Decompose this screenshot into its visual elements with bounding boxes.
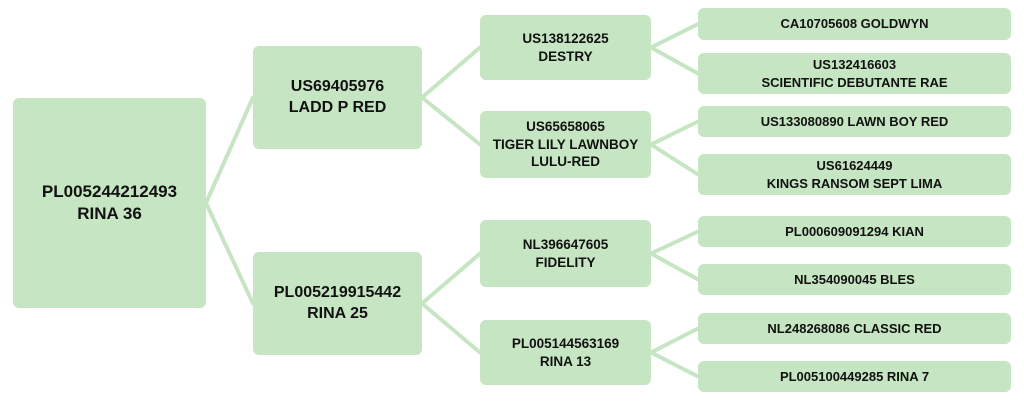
connector-sire-to-sire-dam (420, 95, 482, 147)
node-label-line: RINA 36 (77, 204, 142, 223)
node-label-line: PL000609091294 KIAN (785, 223, 924, 239)
node-label-line: US138122625 (522, 30, 609, 46)
node-label-line: DESTRY (538, 48, 593, 64)
node-label-line: RINA 25 (307, 304, 368, 322)
node-label-line: US132416603 (812, 56, 897, 72)
node-label-line: US69405976 (290, 77, 385, 95)
connector-root-to-sire (204, 95, 255, 205)
node-label-line: US133080890 LAWN BOY RED (760, 113, 949, 129)
node-label-line: PL005144563169 (511, 335, 620, 351)
node-label-line: US61624449 (816, 157, 893, 173)
connector-sire-dam-to-sds (649, 119, 700, 147)
node-label-line: NL354090045 BLES (794, 271, 915, 287)
node-sire-sire-sire: CA10705608 GOLDWYN (698, 8, 1011, 40)
node-label-line: PL005244212493 (41, 181, 178, 201)
node-label-line: KINGS RANSOM SEPT LIMA (766, 175, 943, 191)
connector-dam-sire-to-dss (649, 229, 700, 256)
node-sire-dam-sire: US133080890 LAWN BOY RED (698, 106, 1011, 137)
node-label-line: FIDELITY (535, 254, 596, 270)
node-label-line: US65658065 (526, 119, 605, 135)
node-label-line: PL005219915442 (273, 283, 402, 301)
connector-dam-to-dam-sire (420, 251, 482, 306)
node-dam-sire-dam: NL354090045 BLES (698, 264, 1011, 295)
connector-sire-to-sire-sire (420, 45, 482, 100)
node-dam-dam-sire: NL248268086 CLASSIC RED (698, 313, 1011, 344)
connector-sire-sire-to-sss (649, 22, 700, 50)
node-label-line: LULU-RED (531, 154, 600, 170)
connector-dam-to-dam-dam (420, 301, 482, 355)
node-label-line: NL248268086 CLASSIC RED (767, 320, 942, 336)
node-label-line: CA10705608 GOLDWYN (780, 16, 929, 32)
node-label-line: SCIENTIFIC DEBUTANTE RAE (761, 74, 948, 90)
connector-sire-sire-to-ssd (649, 45, 700, 76)
node-label-line: TIGER LILY LAWNBOY (492, 136, 639, 152)
node-dam-dam-dam: PL005100449285 RINA 7 (698, 361, 1011, 392)
node-dam-sire-sire: PL000609091294 KIAN (698, 216, 1011, 247)
connector-dam-dam-to-dds (649, 326, 700, 355)
node-label-line: RINA 13 (539, 353, 592, 369)
connector-root-to-dam (204, 201, 255, 306)
node-label-line: NL396647605 (522, 236, 609, 252)
node-label-line: LADD P RED (288, 98, 387, 116)
connector-dam-dam-to-ddd (649, 350, 700, 379)
node-label-line: PL005100449285 RINA 7 (779, 368, 930, 384)
connector-sire-dam-to-sdd (649, 142, 700, 177)
connector-dam-sire-to-dsd (649, 251, 700, 282)
